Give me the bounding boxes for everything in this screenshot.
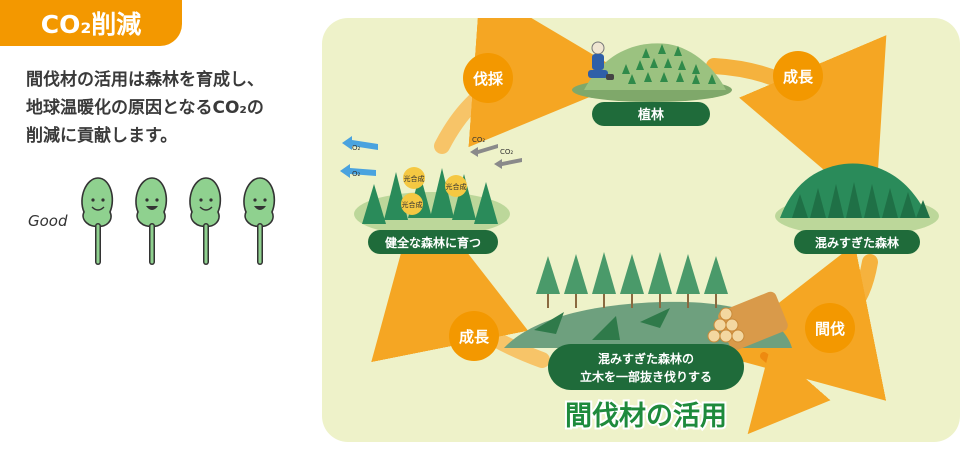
- thinning-label-line: 立木を一部抜き伐りする: [580, 369, 712, 384]
- description-line: 間伐材の活用は森林を育成し、: [26, 70, 264, 90]
- step-growth-top: 成長: [783, 68, 814, 86]
- o2-arrows: O₂ O₂: [340, 136, 378, 178]
- step-circle-growth-bottom: [449, 311, 499, 361]
- description-line: 削減に貢献します。: [26, 126, 178, 146]
- section-tag: CO₂削減: [0, 0, 182, 46]
- description: 間伐材の活用は森林を育成し、 地球温暖化の原因となるCO₂の 削減に貢献します。: [26, 66, 318, 150]
- forest-cycle-panel: 植林 混みすぎた森林 光合成 光合成 光合成 CO₂ C: [322, 18, 960, 442]
- cycle-title: 間伐材の活用: [565, 401, 727, 432]
- cartoon-tree-4: [243, 177, 276, 265]
- seedlings: [622, 44, 716, 84]
- step-thinning: 間伐: [815, 320, 845, 338]
- planting-worker: [588, 41, 614, 80]
- cycle-arrow-down: [747, 347, 831, 435]
- thinning-scene: [504, 252, 792, 351]
- step-circle-growth-top: [773, 51, 823, 101]
- step-circle-thinning: [805, 303, 855, 353]
- thinning-label-box: [548, 344, 744, 390]
- step-circle-harvest: [463, 53, 513, 103]
- healthy-forest-label-box: [368, 230, 498, 254]
- planting-scene: [572, 41, 732, 102]
- step-growth-bottom: 成長: [459, 328, 490, 346]
- o2-label: O₂: [352, 170, 361, 178]
- healthy-forest-label: 健全な森林に育つ: [385, 235, 481, 250]
- healthy-forest: 光合成 光合成 光合成 CO₂ CO₂ O₂ O₂: [340, 136, 522, 236]
- cartoon-tree-1: [81, 177, 114, 265]
- crowded-forest-label-box: [794, 230, 920, 254]
- planting-label: 植林: [637, 107, 664, 123]
- good-text: Good: [28, 212, 68, 230]
- thinning-label-line: 混みすぎた森林の: [598, 351, 694, 366]
- photosynthesis-label: 光合成: [404, 174, 425, 183]
- o2-label: O₂: [352, 144, 361, 152]
- step-harvest: 伐採: [473, 70, 504, 88]
- good-trees-illustration: Good: [28, 177, 276, 265]
- photosynthesis-label: 光合成: [402, 200, 423, 209]
- cartoon-tree-2: [135, 177, 168, 265]
- forest-cycle-diagram: 植林 混みすぎた森林 光合成 光合成 光合成 CO₂ C: [340, 18, 939, 435]
- log-pile: [707, 291, 788, 351]
- co2-arrows: CO₂ CO₂: [470, 136, 522, 169]
- planting-label-box: [592, 102, 710, 126]
- crowded-forest: [775, 163, 939, 236]
- photosynthesis-badges: 光合成 光合成 光合成: [401, 167, 467, 215]
- co2-label: CO₂: [500, 148, 513, 156]
- crowded-forest-label: 混みすぎた森林: [815, 235, 899, 250]
- co2-label: CO₂: [472, 136, 485, 144]
- cartoon-tree-3: [189, 177, 222, 265]
- photosynthesis-label: 光合成: [446, 182, 467, 191]
- description-line: 地球温暖化の原因となるCO₂の: [26, 98, 264, 118]
